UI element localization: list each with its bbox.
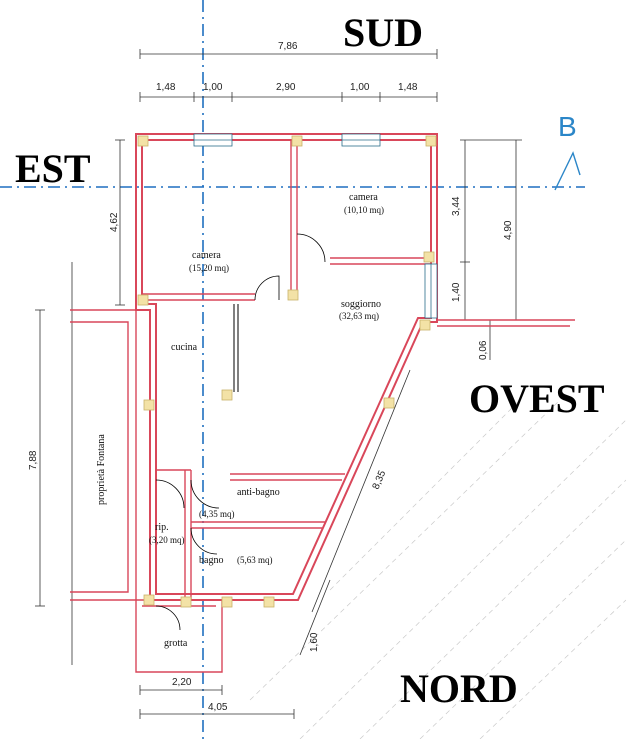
dim-left-upper: 4,62 [109,212,120,232]
room-anti-bagno-area: (4,35 mq) [199,509,235,519]
room-soggiorno-area: (32,63 mq) [339,311,379,321]
dim-diagonal: 8,35 [371,469,389,492]
label-nord: NORD [400,666,518,711]
section-arrow [554,151,581,191]
room-rip-area: (3,20 mq) [149,535,185,545]
terrain-hatching [249,399,626,739]
dim-bottom-inner: 2,20 [172,677,192,688]
dim-right-total: 4,90 [503,220,514,240]
dim-top-part-3: 2,90 [276,82,296,93]
room-camera-left-area: (15,20 mq) [189,263,229,273]
room-fontana-name: proprietà Fontana [96,434,107,505]
room-bagno-name: bagno [199,555,223,566]
room-bagno-area: (5,63 mq) [237,555,273,565]
label-section-b: B [558,111,577,142]
label-ovest: OVEST [469,376,605,421]
windows [193,133,438,319]
doors [155,233,326,631]
dim-right-small: 0,06 [478,340,489,360]
label-sud: SUD [343,10,423,55]
pillars [137,135,437,608]
dim-right-lower: 1,40 [451,282,462,302]
dimension-lines [35,49,575,719]
dim-right-upper: 3,44 [451,196,462,216]
room-soggiorno-name: soggiorno [341,299,381,310]
room-camera-left-name: camera [192,250,221,261]
room-cucina-name: cucina [171,342,198,353]
room-camera-right-area: (10,10 mq) [344,205,384,215]
dim-left-total: 7,88 [28,450,39,470]
room-grotta-name: grotta [164,638,188,649]
dim-top-total: 7,86 [278,41,298,52]
dim-bottom-right: 1,60 [309,632,320,652]
dim-top-part-5: 1,48 [398,82,418,93]
dim-bottom-total: 4,05 [208,702,228,713]
room-camera-right-name: camera [349,192,378,203]
dim-top-part-4: 1,00 [350,82,370,93]
room-rip-name: rip. [155,522,169,533]
room-anti-bagno-name: anti-bagno [237,487,280,498]
label-est: EST [15,146,91,191]
dim-top-part-1: 1,48 [156,82,176,93]
dim-top-part-2: 1,00 [203,82,223,93]
